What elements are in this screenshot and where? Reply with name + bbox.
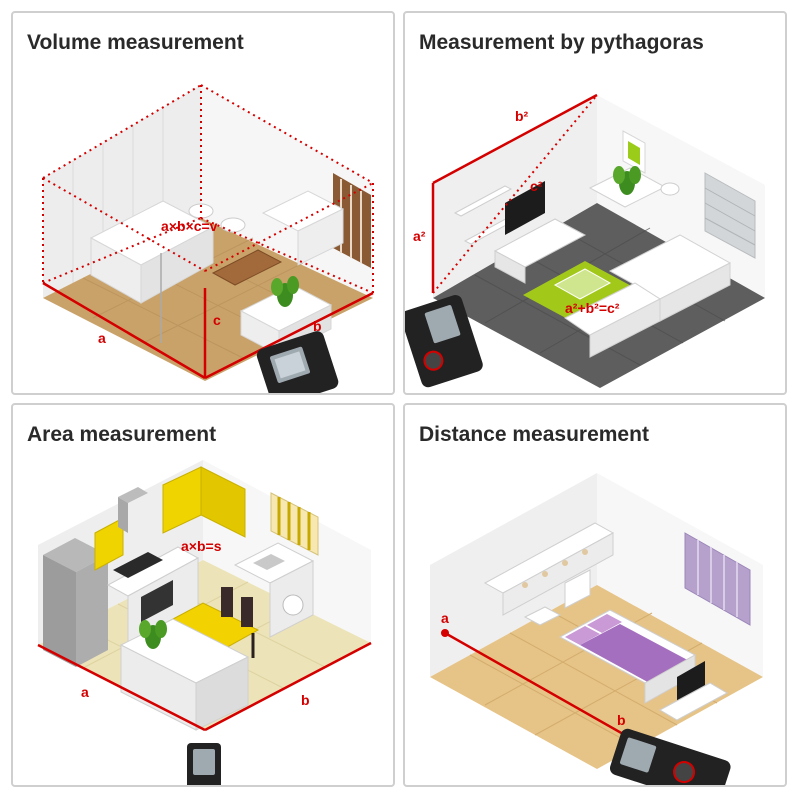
edge-c-label: c [213,312,221,328]
laser-distance-meter-icon [405,295,483,388]
area-formula-label: a×b=s [181,538,222,554]
panel-title: Volume measurement [27,31,244,54]
panel-distance-measurement: a b Distance measurement [403,403,787,787]
pythagoras-formula-label: a²+b²=c² [565,300,620,316]
panel-pythagoras-measurement: b² a² c² a²+b²=c² Measurement by pythago… [403,11,787,395]
potted-plant-icon [271,276,299,307]
potted-plant-icon [139,620,167,649]
bedroom-illustration: a b [430,473,763,785]
panel-title: Area measurement [27,423,217,446]
edge-a-label: a [81,684,89,700]
tv-icon [677,661,705,703]
panel-area-measurement: a×b=s a b Area measurement [11,403,395,787]
edge-b-label: b [313,318,322,334]
potted-plant-icon [613,166,641,195]
b-squared-label: b² [515,108,529,124]
laser-distance-meter-icon [187,743,221,785]
laser-distance-meter-icon [609,728,731,785]
laser-distance-meter-icon [256,331,339,393]
living-room-illustration: b² a² c² a²+b²=c² [405,93,765,388]
edge-a-label: a [98,330,106,346]
point-a-marker [441,629,449,637]
bathroom-illustration: a×b×c=v a b c [42,84,374,393]
point-a-label: a [441,610,449,626]
panel-title: Distance measurement [419,423,649,446]
panel-volume-measurement: a×b×c=v a b c Volume measurement [11,11,395,395]
tv-icon [505,181,545,235]
panel-title: Measurement by pythagoras [419,31,704,54]
c-squared-label: c² [530,178,543,194]
edge-b-label: b [301,692,310,708]
a-squared-label: a² [413,228,426,244]
point-b-label: b [617,712,626,728]
kitchen-illustration: a×b=s a b [37,460,372,785]
volume-formula-label: a×b×c=v [161,218,218,234]
